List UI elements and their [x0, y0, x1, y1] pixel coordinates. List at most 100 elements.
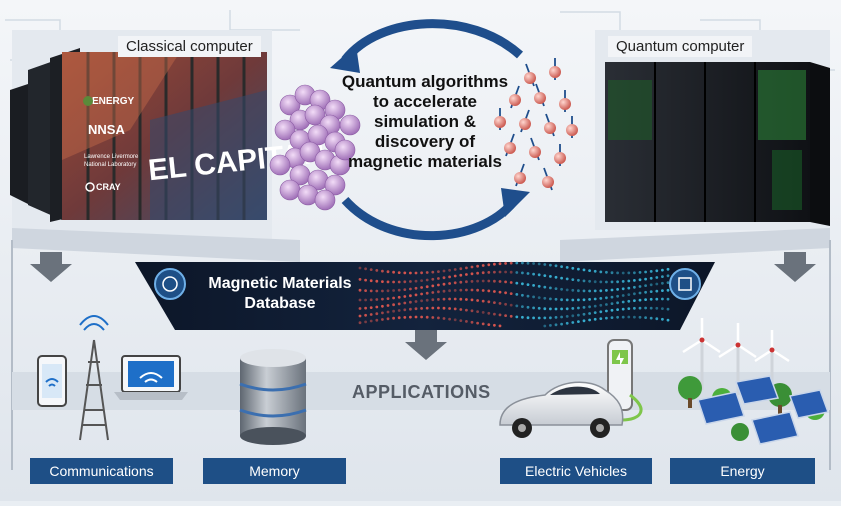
- wave-dot: [409, 315, 412, 319]
- wave-dot: [448, 275, 451, 279]
- left-down-arrow: [30, 252, 72, 282]
- wave-dot: [582, 279, 586, 283]
- flow-connectors: [11, 228, 831, 470]
- wave-dot: [515, 271, 519, 274]
- material-cluster-icon: [269, 84, 361, 211]
- wave-dot: [369, 268, 373, 271]
- wave-dot: [425, 278, 429, 282]
- wave-dot: [504, 302, 507, 306]
- wave-dot: [616, 294, 619, 298]
- wave-dot: [425, 298, 429, 302]
- wave-dot: [509, 261, 513, 265]
- wave-dot: [554, 323, 558, 327]
- wave-dot: [437, 283, 440, 287]
- wave-dot: [358, 321, 362, 325]
- center-line-4: discovery of: [374, 132, 476, 151]
- wave-dot: [420, 286, 423, 289]
- center-line-1: Quantum algorithms: [341, 72, 509, 91]
- wave-dot: [453, 289, 457, 292]
- electric-vehicle-icon: [499, 339, 643, 438]
- wave-dot: [397, 295, 401, 299]
- wave-dot: [487, 271, 491, 274]
- wave-dot: [465, 266, 468, 270]
- database-line-1: Magnetic Materials: [208, 275, 352, 292]
- wave-dot: [431, 298, 435, 302]
- wave-dot: [554, 264, 558, 268]
- wave-dot: [381, 304, 384, 308]
- wave-dot: [369, 319, 373, 323]
- wave-dot: [476, 321, 479, 325]
- spin-ball: [554, 152, 566, 164]
- wave-dot: [481, 264, 485, 267]
- wave-dot: [504, 262, 507, 265]
- wave-dot: [498, 262, 502, 266]
- spin-ball: [534, 92, 546, 104]
- wave-dot: [655, 282, 659, 286]
- wave-dot: [375, 318, 379, 322]
- wave-dot: [381, 289, 384, 293]
- wave-dot: [431, 316, 435, 319]
- wave-dot: [666, 297, 670, 301]
- wave-dot: [627, 307, 631, 310]
- wave-dot: [549, 324, 552, 327]
- wave-dot: [621, 280, 625, 283]
- cluster-atom: [324, 174, 346, 196]
- wave-dot: [487, 311, 491, 315]
- wave-dot: [403, 288, 407, 291]
- wave-dot: [493, 270, 496, 274]
- wave-dot: [364, 320, 367, 324]
- wave-dot: [442, 317, 446, 320]
- wave-dot: [543, 307, 547, 311]
- wave-dot: [599, 297, 603, 300]
- wave-dot: [577, 320, 580, 323]
- quantum-computer: [605, 62, 830, 226]
- cluster-atom: [304, 104, 326, 126]
- wave-dot: [465, 280, 468, 284]
- wave-dot: [476, 271, 479, 275]
- wave-dot: [392, 289, 395, 292]
- wave-dot: [392, 309, 395, 313]
- spin-ball: [514, 172, 526, 184]
- wave-dot: [453, 307, 457, 311]
- wave-dot: [593, 311, 597, 314]
- wave-dot: [493, 312, 496, 316]
- wave-dot: [655, 289, 659, 293]
- wave-dot: [358, 307, 362, 310]
- wave-dot: [616, 301, 619, 305]
- wave-dot: [633, 292, 636, 296]
- wave-dot: [560, 307, 563, 311]
- wave-dot: [476, 264, 479, 268]
- wave-dot: [481, 322, 485, 326]
- wave-dot: [481, 311, 485, 314]
- wave-dot: [386, 280, 390, 284]
- wave-dot: [453, 297, 457, 301]
- wave-dot: [565, 321, 569, 325]
- wave-dot: [593, 289, 597, 293]
- cycle-arrows: [330, 19, 530, 241]
- wave-dot: [565, 288, 569, 292]
- application-communications: Communications: [30, 458, 173, 484]
- wave-dot: [666, 281, 670, 284]
- wave-dot: [375, 289, 379, 293]
- wave-dot: [549, 307, 552, 311]
- wave-dot: [448, 282, 451, 285]
- wave-dot: [403, 308, 407, 312]
- wave-dot: [515, 281, 519, 285]
- wave-dot: [487, 289, 491, 293]
- wave-dot: [375, 312, 379, 316]
- wave-dot: [431, 284, 435, 288]
- application-energy: Energy: [670, 458, 815, 484]
- wave-dot: [448, 297, 451, 301]
- wave-dot: [386, 304, 390, 307]
- wave-dot: [666, 307, 670, 311]
- wave-dot: [571, 288, 575, 292]
- wave-dot: [453, 268, 457, 271]
- wave-dot: [582, 289, 586, 293]
- application-memory: Memory: [203, 458, 346, 484]
- wave-dot: [616, 288, 619, 291]
- wave-dot: [633, 315, 636, 319]
- wave-dot: [409, 271, 412, 275]
- wave-dot: [521, 261, 524, 265]
- wave-dot: [453, 281, 457, 285]
